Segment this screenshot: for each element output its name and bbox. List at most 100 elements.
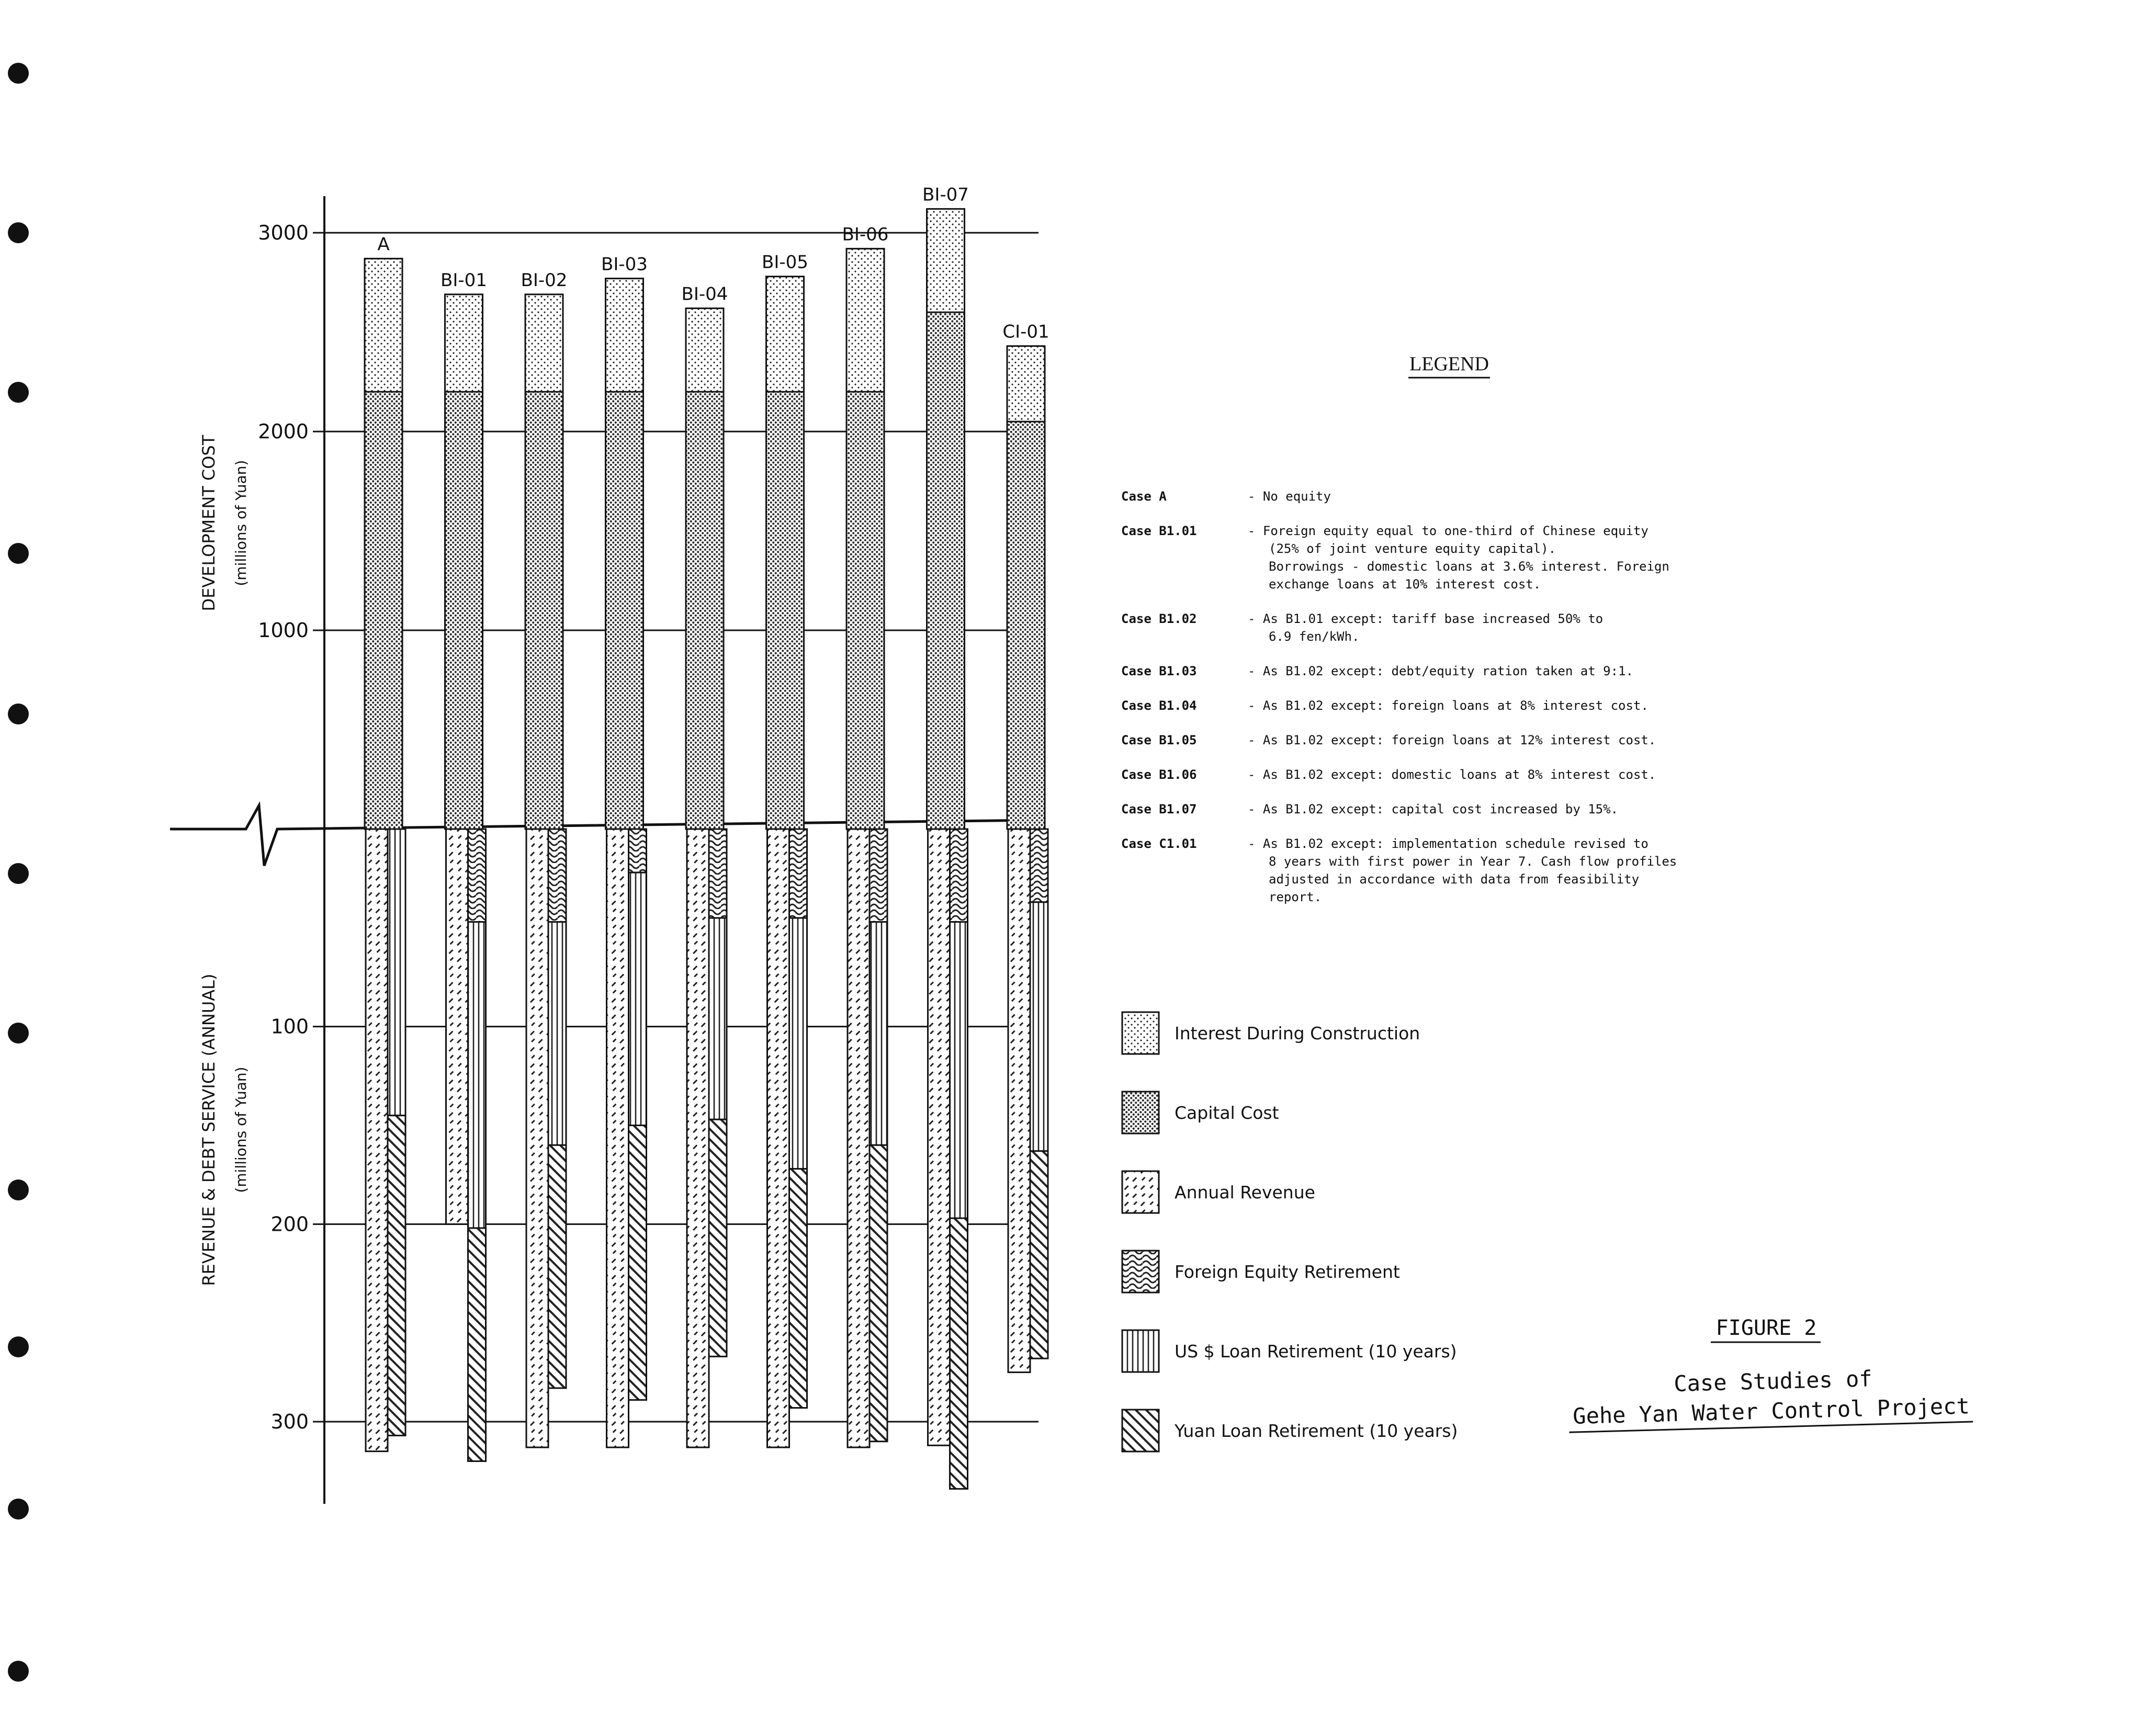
- bar-yuan-bi-02: [547, 1144, 567, 1389]
- category-label: BI-04: [682, 284, 728, 304]
- bar-capital-bi-01: [444, 391, 483, 830]
- bar-interest-bi-04: [685, 307, 725, 393]
- bar-usloan-bi-03: [628, 871, 647, 1126]
- legend-case-text: - As B1.02 except: foreign loans at 12% …: [1248, 733, 1656, 747]
- legend-key-label: Interest During Construction: [1175, 1023, 1420, 1044]
- legend-case-label: Case C1.01: [1121, 836, 1197, 851]
- legend-key-label: Yuan Loan Retirement (10 years): [1174, 1421, 1458, 1441]
- legend-case-text: - As B1.01 except: tariff base increased…: [1248, 611, 1603, 626]
- revenue-axis-label: REVENUE & DEBT SERVICE (ANNUAL): [199, 974, 219, 1286]
- bar-yuan-bi-06: [868, 1144, 888, 1443]
- dev-tick-label: 3000: [258, 221, 309, 244]
- dev-tick-label: 1000: [258, 619, 309, 642]
- legend-case-text: report.: [1269, 890, 1322, 904]
- bar-capital-bi-07: [926, 311, 965, 830]
- legend-case-label: Case B1.04: [1121, 698, 1197, 713]
- category-label: BI-07: [922, 184, 969, 205]
- legend-case-label: Case B1.01: [1121, 524, 1197, 538]
- bar-revenue-ci-01: [1007, 828, 1031, 1374]
- legend-case-text: - As B1.02 except: debt/equity ration ta…: [1248, 664, 1633, 678]
- bar-yuan-bi-04: [708, 1118, 728, 1357]
- bar-interest-bi-06: [845, 247, 885, 393]
- category-label: BI-01: [441, 270, 487, 291]
- bar-marks: [364, 208, 1049, 1490]
- legend-swatch-yuan: [1121, 1409, 1160, 1453]
- bar-yuan-bi-05: [788, 1168, 808, 1409]
- binder-hole: [8, 222, 29, 243]
- bar-revenue-a: [365, 828, 389, 1453]
- binder-hole: [8, 543, 29, 564]
- legend-heading: LEGEND: [1409, 353, 1489, 375]
- legend-swatch-interest: [1121, 1011, 1160, 1055]
- bar-foreign-bi-04: [708, 828, 728, 919]
- binder-hole: [8, 1661, 29, 1682]
- legend-swatch-revenue: [1121, 1170, 1160, 1214]
- legend-key-label: Annual Revenue: [1175, 1182, 1315, 1203]
- bar-usloan-bi-06: [868, 921, 888, 1146]
- bar-foreign-bi-07: [949, 828, 968, 923]
- legend-case-label: Case B1.06: [1121, 767, 1197, 782]
- bar-capital-bi-04: [685, 391, 725, 830]
- binder-hole: [8, 382, 29, 403]
- bar-revenue-bi-06: [846, 828, 871, 1448]
- dev-cost-axis-unit: (millions of Yuan): [232, 460, 250, 586]
- bar-capital-bi-05: [765, 391, 805, 830]
- legend-case-text: Borrowings - domestic loans at 3.6% inte…: [1269, 559, 1669, 574]
- binder-hole: [8, 1336, 29, 1357]
- bar-yuan-bi-01: [467, 1227, 487, 1462]
- category-label: CI-01: [1002, 322, 1049, 343]
- bar-usloan-bi-04: [708, 917, 728, 1120]
- bar-usloan-bi-07: [949, 921, 968, 1219]
- category-label: BI-05: [762, 252, 808, 273]
- bar-interest-bi-03: [605, 277, 644, 393]
- bar-usloan-bi-01: [467, 921, 487, 1229]
- bar-interest-bi-01: [444, 293, 483, 393]
- revenue-axis-unit: (millions of Yuan): [232, 1067, 250, 1193]
- bar-usloan-a: [387, 828, 407, 1117]
- legend-case-text: - Foreign equity equal to one-third of C…: [1248, 524, 1649, 538]
- bar-revenue-bi-05: [766, 828, 790, 1448]
- binder-hole: [8, 1499, 29, 1519]
- bar-foreign-bi-05: [788, 828, 808, 919]
- legend-case-text: (25% of joint venture equity capital).: [1269, 541, 1556, 556]
- axis-break-baseline: [170, 801, 1039, 866]
- bar-revenue-bi-03: [606, 828, 629, 1448]
- legend-case-label: Case B1.03: [1121, 664, 1197, 678]
- bar-interest-bi-02: [524, 293, 564, 393]
- legend-key-label: Capital Cost: [1175, 1103, 1279, 1123]
- legend-case-text: - As B1.02 except: implementation schedu…: [1248, 836, 1649, 851]
- legend-swatch-foreign: [1121, 1250, 1160, 1294]
- bar-foreign-ci-01: [1029, 828, 1049, 903]
- legend-case-label: Case B1.05: [1121, 733, 1197, 747]
- legend-case-text: 6.9 fen/kWh.: [1269, 629, 1359, 644]
- bar-usloan-ci-01: [1029, 901, 1049, 1152]
- dev-cost-axis-label: DEVELOPMENT COST: [199, 435, 219, 611]
- bar-revenue-bi-04: [686, 828, 710, 1448]
- category-label: A: [377, 234, 389, 255]
- revenue-tick-label: 200: [270, 1212, 309, 1235]
- figure-title-underline: [1569, 1421, 1973, 1433]
- bar-interest-ci-01: [1006, 345, 1046, 423]
- category-label: BI-02: [521, 270, 568, 291]
- revenue-tick-label: 100: [270, 1015, 309, 1038]
- legend-key-label: US $ Loan Retirement (10 years): [1175, 1341, 1457, 1362]
- legend-case-text: - No equity: [1248, 489, 1331, 504]
- revenue-tick-label: 300: [270, 1410, 309, 1433]
- bar-capital-ci-01: [1006, 421, 1046, 830]
- bar-usloan-bi-05: [788, 917, 808, 1170]
- bar-capital-bi-06: [845, 391, 885, 830]
- bar-foreign-bi-03: [628, 828, 647, 874]
- bar-revenue-bi-02: [525, 828, 549, 1448]
- bar-capital-bi-02: [524, 391, 564, 830]
- binder-hole: [8, 863, 29, 884]
- legend-swatch-usloan: [1121, 1329, 1160, 1373]
- legend-case-text: - As B1.02 except: foreign loans at 8% i…: [1248, 698, 1649, 713]
- bar-yuan-bi-07: [949, 1217, 968, 1490]
- gridlines: [313, 232, 1039, 1423]
- figure-title-group: Case Studies of Gehe Yan Water Control P…: [1569, 1366, 1973, 1433]
- legend-case-label: Case A: [1121, 489, 1167, 504]
